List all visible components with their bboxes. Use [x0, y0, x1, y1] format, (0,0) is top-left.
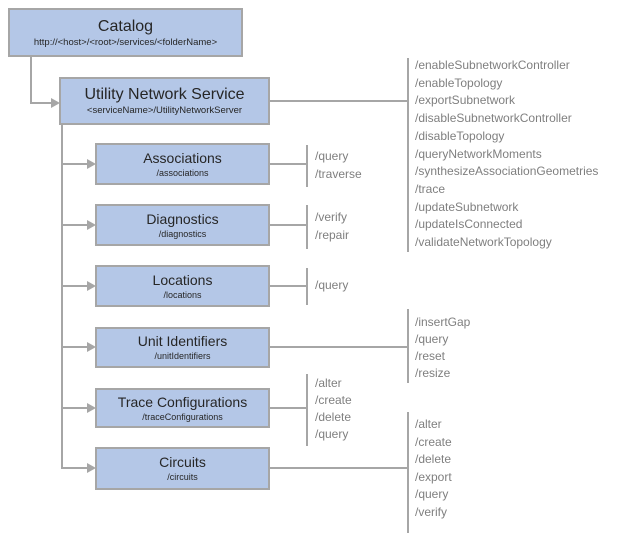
operation: /synthesizeAssociationGeometries: [415, 164, 599, 179]
operation: /enableSubnetworkController: [415, 58, 570, 72]
circuits-node: Circuits /circuits: [95, 447, 270, 490]
catalog-url: http://<host>/<root>/services/<folderNam…: [33, 36, 218, 48]
operation: /delete: [415, 452, 452, 466]
operation: /verify: [315, 210, 348, 224]
diagnostics-title: Diagnostics: [146, 210, 219, 227]
operation: /traverse: [315, 166, 362, 181]
locations-title: Locations: [152, 271, 213, 288]
circuits-title: Circuits: [159, 454, 206, 470]
operation: /trace: [415, 181, 446, 196]
connector-line: [270, 224, 307, 226]
arrow-right-icon: [87, 463, 96, 473]
connector-line: [30, 102, 51, 104]
associations-operations-list: /query /traverse: [315, 148, 362, 183]
operations-bracket-line: [306, 145, 308, 187]
operation: /disableTopology: [415, 128, 505, 143]
operation: /export: [415, 469, 452, 484]
operation: /query: [315, 278, 349, 292]
associations-title: Associations: [143, 149, 222, 166]
catalog-node: Catalog http://<host>/<root>/services/<f…: [8, 8, 243, 57]
locations-path: /locations: [163, 289, 202, 300]
operation: /alter: [415, 417, 442, 431]
operation: /query: [315, 427, 349, 441]
operation: /create: [315, 393, 352, 407]
operation: /resize: [415, 366, 451, 380]
arrow-right-icon: [51, 98, 60, 108]
connector-line: [61, 224, 87, 226]
trace-configurations-path: /traceConfigurations: [142, 411, 223, 422]
locations-node: Locations /locations: [95, 265, 270, 307]
operation: /query: [415, 487, 449, 501]
operation: /updateSubnetwork: [415, 199, 519, 214]
operation: /queryNetworkMoments: [415, 146, 542, 161]
operation: /alter: [315, 376, 342, 390]
unit-identifiers-operations-list: /insertGap /query /reset /resize: [415, 314, 470, 382]
circuits-path: /circuits: [167, 472, 198, 482]
service-operations-list: /enableSubnetworkController /enableTopol…: [415, 57, 598, 252]
operation: /query: [415, 332, 449, 346]
operation: /query: [315, 149, 349, 163]
arrow-right-icon: [87, 342, 96, 352]
operation: /repair: [315, 227, 350, 242]
operations-bracket-line: [407, 58, 409, 252]
catalog-title: Catalog: [97, 17, 154, 35]
diagnostics-node: Diagnostics /diagnostics: [95, 204, 270, 246]
arrow-right-icon: [87, 403, 96, 413]
connector-trunk-line: [61, 125, 63, 469]
diagnostics-operations-list: /verify /repair: [315, 209, 349, 244]
connector-line: [270, 467, 408, 469]
connector-line: [270, 285, 307, 287]
service-path: <serviceName>/UtilityNetworkServer: [86, 105, 243, 116]
connector-line: [61, 467, 87, 469]
connector-line: [270, 100, 408, 102]
operation: /exportSubnetwork: [415, 93, 516, 108]
arrow-right-icon: [87, 220, 96, 230]
operation: /create: [415, 434, 452, 449]
unit-identifiers-path: /unitIdentifiers: [154, 351, 211, 361]
connector-line: [61, 163, 87, 165]
diagnostics-path: /diagnostics: [158, 228, 207, 239]
arrow-right-icon: [87, 159, 96, 169]
operations-bracket-line: [407, 309, 409, 383]
unit-identifiers-title: Unit Identifiers: [137, 333, 228, 349]
connector-line: [30, 57, 32, 104]
operation: /insertGap: [415, 315, 471, 329]
locations-operations-list: /query: [315, 277, 348, 295]
connector-line: [270, 346, 408, 348]
trace-configurations-title: Trace Configurations: [117, 393, 248, 410]
operations-bracket-line: [407, 412, 409, 533]
service-title: Utility Network Service: [84, 86, 245, 103]
connector-line: [61, 407, 87, 409]
operation: /disableSubnetworkController: [415, 111, 572, 126]
trace-configurations-node: Trace Configurations /traceConfiguration…: [95, 388, 270, 428]
unit-identifiers-node: Unit Identifiers /unitIdentifiers: [95, 327, 270, 368]
associations-path: /associations: [156, 167, 209, 178]
connector-line: [61, 346, 87, 348]
utility-network-service-node: Utility Network Service <serviceName>/Ut…: [59, 77, 270, 125]
operation: /verify: [415, 504, 448, 519]
operation: /validateNetworkTopology: [415, 235, 552, 250]
operations-bracket-line: [306, 374, 308, 446]
circuits-operations-list: /alter /create /delete /export /query /v…: [415, 416, 452, 521]
connector-line: [270, 163, 307, 165]
operations-bracket-line: [306, 205, 308, 249]
arrow-right-icon: [87, 281, 96, 291]
trace-configurations-operations-list: /alter /create /delete /query: [315, 375, 352, 443]
operation: /delete: [315, 410, 352, 424]
operation: /updateIsConnected: [415, 217, 523, 232]
operation: /enableTopology: [415, 75, 503, 90]
connector-line: [270, 407, 307, 409]
operations-bracket-line: [306, 268, 308, 305]
connector-line: [61, 285, 87, 287]
associations-node: Associations /associations: [95, 143, 270, 185]
operation: /reset: [415, 349, 446, 363]
